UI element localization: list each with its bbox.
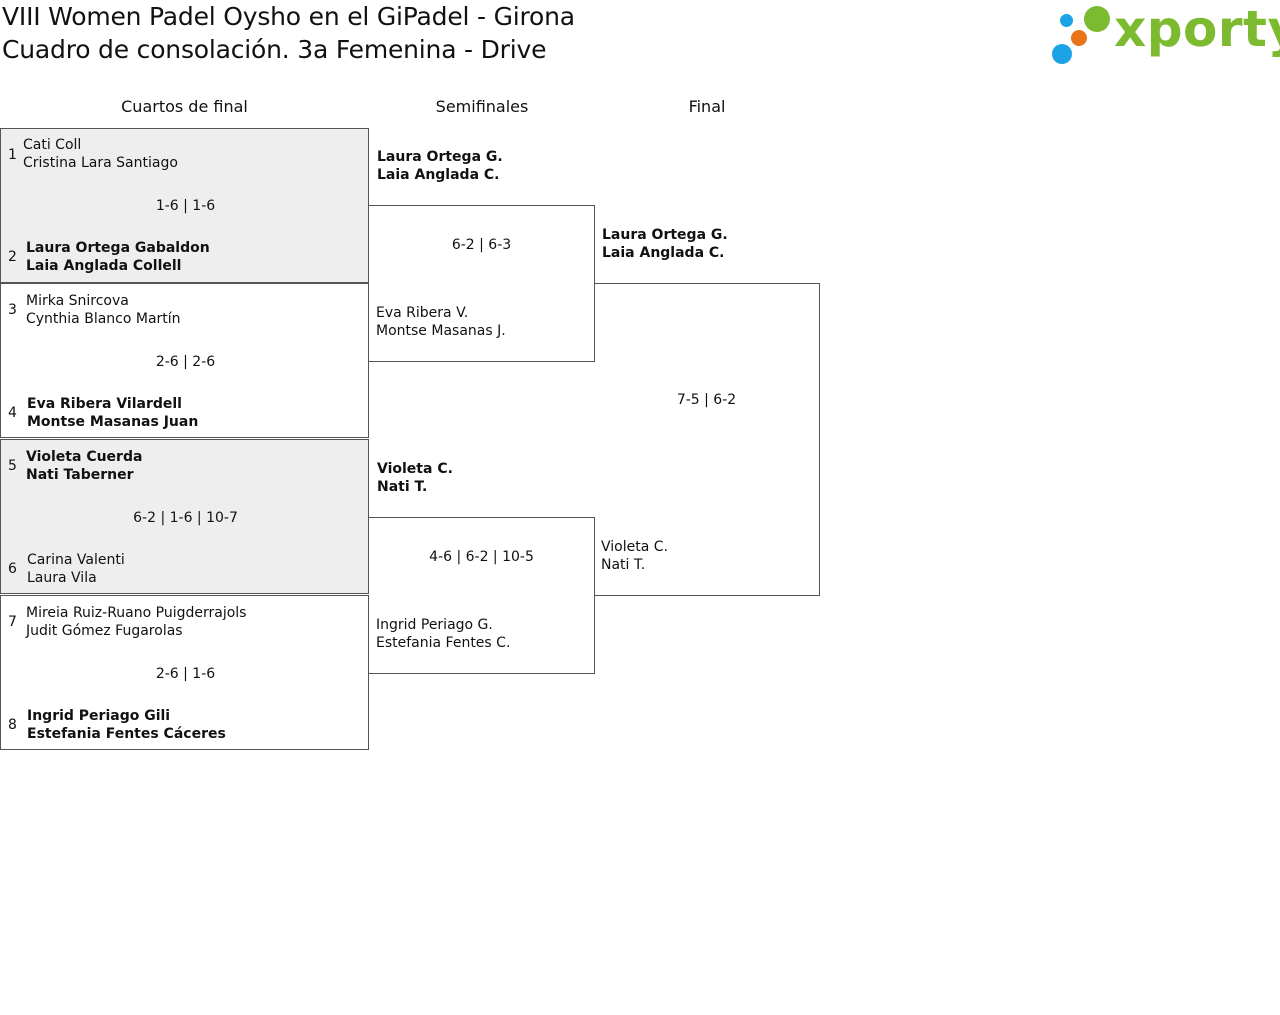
logo-dot-blue <box>1060 14 1073 27</box>
seed-number: 4 <box>8 405 17 421</box>
player-name: Cristina Lara Santiago <box>23 155 178 171</box>
player-name: Laia Anglada Collell <box>26 258 182 274</box>
match-score: 2-6 | 1-6 <box>155 666 216 682</box>
player-name: Cynthia Blanco Martín <box>26 311 181 327</box>
semifinal-match-1[interactable]: 6-2 | 6-3 Eva Ribera V. Montse Masanas J… <box>369 205 595 362</box>
team-names[interactable]: Violeta C. Nati T. <box>601 538 668 574</box>
player-name: Eva Ribera Vilardell <box>27 396 182 412</box>
logo-dot-orange <box>1071 30 1087 46</box>
match-score: 6-2 | 1-6 | 10-7 <box>133 510 238 526</box>
player-name: Laura Ortega Gabaldon <box>26 240 210 256</box>
seed-number: 5 <box>8 458 17 474</box>
quarterfinal-match-2[interactable]: 3 Mirka Snircova Cynthia Blanco Martín 2… <box>0 283 369 438</box>
match-score: 6-2 | 6-3 <box>451 237 512 253</box>
quarterfinal-match-4[interactable]: 7 Mireia Ruiz-Ruano Puigderrajols Judit … <box>0 595 369 750</box>
player-name: Cati Coll <box>23 137 82 153</box>
player-name: Nati T. <box>601 557 646 573</box>
seed-number: 1 <box>8 147 17 163</box>
player-name: Laia Anglada C. <box>377 167 500 183</box>
player-name: Violeta Cuerda <box>26 449 143 465</box>
player-name: Laia Anglada C. <box>602 245 725 261</box>
team-names[interactable]: Cati Coll Cristina Lara Santiago <box>23 136 178 172</box>
player-name: Laura Ortega G. <box>602 227 728 243</box>
player-name: Violeta C. <box>601 539 668 555</box>
winning-team-names[interactable]: Laura Ortega G. Laia Anglada C. <box>377 148 503 184</box>
seed-number: 2 <box>8 249 17 265</box>
player-name: Nati T. <box>377 479 428 495</box>
match-score: 7-5 | 6-2 <box>676 392 737 408</box>
player-name: Estefania Fentes Cáceres <box>27 726 226 742</box>
team-names[interactable]: Eva Ribera V. Montse Masanas J. <box>376 304 506 340</box>
page-title: VIII Women Padel Oysho en el GiPadel - G… <box>2 2 575 31</box>
match-score: 4-6 | 6-2 | 10-5 <box>429 549 534 565</box>
player-name: Eva Ribera V. <box>376 305 469 321</box>
player-name: Montse Masanas J. <box>376 323 506 339</box>
winning-team-names[interactable]: Violeta C. Nati T. <box>377 460 453 496</box>
player-name: Nati Taberner <box>26 467 134 483</box>
winning-team-names[interactable]: Ingrid Periago Gili Estefania Fentes Các… <box>27 707 226 743</box>
match-score: 2-6 | 2-6 <box>155 354 216 370</box>
team-names[interactable]: Mirka Snircova Cynthia Blanco Martín <box>26 292 181 328</box>
player-name: Ingrid Periago Gili <box>27 708 171 724</box>
logo-dot-blue-large <box>1052 44 1072 64</box>
seed-number: 7 <box>8 614 17 630</box>
winning-team-names[interactable]: Eva Ribera Vilardell Montse Masanas Juan <box>27 395 198 431</box>
player-name: Laura Ortega G. <box>377 149 503 165</box>
seed-number: 3 <box>8 302 17 318</box>
player-name: Mireia Ruiz-Ruano Puigderrajols <box>26 605 247 621</box>
final-match[interactable]: 7-5 | 6-2 Violeta C. Nati T. <box>594 283 820 596</box>
xporty-logo[interactable]: xporty <box>1050 0 1280 66</box>
seed-number: 8 <box>8 717 17 733</box>
logo-wordmark: xporty <box>1114 0 1280 58</box>
page-subtitle: Cuadro de consolación. 3a Femenina - Dri… <box>2 35 547 64</box>
player-name: Montse Masanas Juan <box>27 414 199 430</box>
seed-number: 6 <box>8 561 17 577</box>
semifinal-match-2[interactable]: 4-6 | 6-2 | 10-5 Ingrid Periago G. Estef… <box>369 517 595 674</box>
player-name: Mirka Snircova <box>26 293 129 309</box>
team-names[interactable]: Carina Valenti Laura Vila <box>27 551 125 587</box>
round-header-semifinals: Semifinales <box>435 97 529 116</box>
match-score: 1-6 | 1-6 <box>155 198 216 214</box>
logo-dot-green <box>1084 6 1110 32</box>
winning-team-names[interactable]: Violeta Cuerda Nati Taberner <box>26 448 142 484</box>
player-name: Violeta C. <box>377 461 453 477</box>
quarterfinal-match-1[interactable]: 1 Cati Coll Cristina Lara Santiago 1-6 |… <box>0 128 369 283</box>
winning-team-names[interactable]: Laura Ortega Gabaldon Laia Anglada Colle… <box>26 239 210 275</box>
round-header-quarterfinals: Cuartos de final <box>121 97 248 116</box>
round-header-final: Final <box>688 97 726 116</box>
quarterfinal-match-3[interactable]: 5 Violeta Cuerda Nati Taberner 6-2 | 1-6… <box>0 439 369 594</box>
player-name: Ingrid Periago G. <box>376 617 493 633</box>
player-name: Laura Vila <box>27 570 97 586</box>
winning-team-names[interactable]: Laura Ortega G. Laia Anglada C. <box>602 226 728 262</box>
player-name: Judit Gómez Fugarolas <box>26 623 183 639</box>
player-name: Carina Valenti <box>27 552 125 568</box>
player-name: Estefania Fentes C. <box>376 635 511 651</box>
team-names[interactable]: Mireia Ruiz-Ruano Puigderrajols Judit Gó… <box>26 604 246 640</box>
team-names[interactable]: Ingrid Periago G. Estefania Fentes C. <box>376 616 510 652</box>
